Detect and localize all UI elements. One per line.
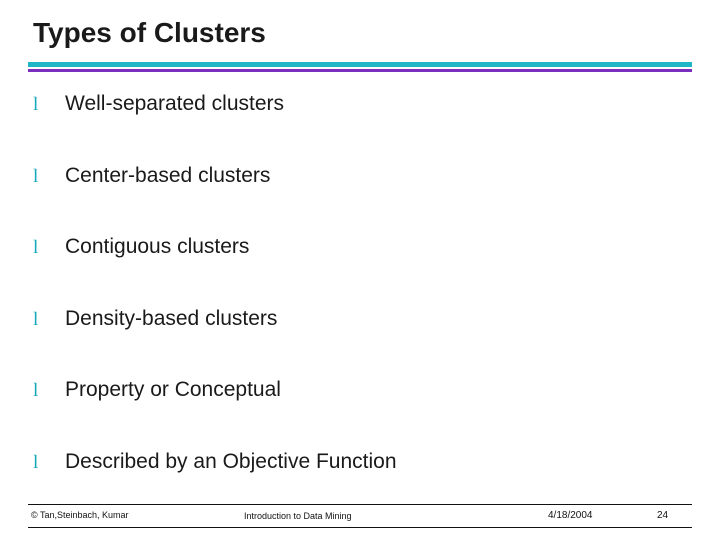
footer-copyright: © Tan,Steinbach, Kumar (31, 510, 129, 520)
bullet-marker-icon: l (33, 308, 39, 330)
bullet-text: Well-separated clusters (65, 92, 285, 115)
footer-date: 4/18/2004 (548, 510, 593, 521)
bullet-marker-icon: l (33, 165, 39, 187)
divider-teal-line (28, 62, 692, 67)
bullet-text: Property or Conceptual (65, 378, 281, 401)
bullet-text: Density-based clusters (65, 306, 278, 330)
bullet-marker-icon: l (33, 380, 39, 401)
bullet-text: Described by an Objective Function (65, 449, 397, 473)
page-title: Types of Clusters (33, 17, 266, 48)
list-item: l Well-separated clusters (33, 92, 693, 164)
list-item: l Described by an Objective Function (33, 450, 693, 522)
footer-top-rule (28, 504, 692, 505)
bullet-list: l Well-separated clusters l Center-based… (33, 92, 693, 521)
bullet-marker-icon: l (33, 94, 39, 115)
bullet-marker-icon: l (33, 451, 39, 473)
footer-bottom-rule (28, 527, 692, 528)
bullet-text: Center-based clusters (65, 163, 271, 187)
footer-course-title: Introduction to Data Mining (244, 511, 352, 521)
list-item: l Center-based clusters (33, 164, 693, 236)
slide-footer: © Tan,Steinbach, Kumar Introduction to D… (28, 504, 692, 528)
list-item: l Property or Conceptual (33, 378, 693, 450)
bullet-marker-icon: l (33, 237, 39, 258)
divider-purple-line (28, 69, 692, 72)
title-divider (28, 62, 692, 72)
footer-page-number: 24 (657, 510, 669, 521)
list-item: l Contiguous clusters (33, 235, 693, 307)
list-item: l Density-based clusters (33, 307, 693, 379)
divider-gap (28, 67, 692, 69)
bullet-text: Contiguous clusters (65, 235, 250, 258)
